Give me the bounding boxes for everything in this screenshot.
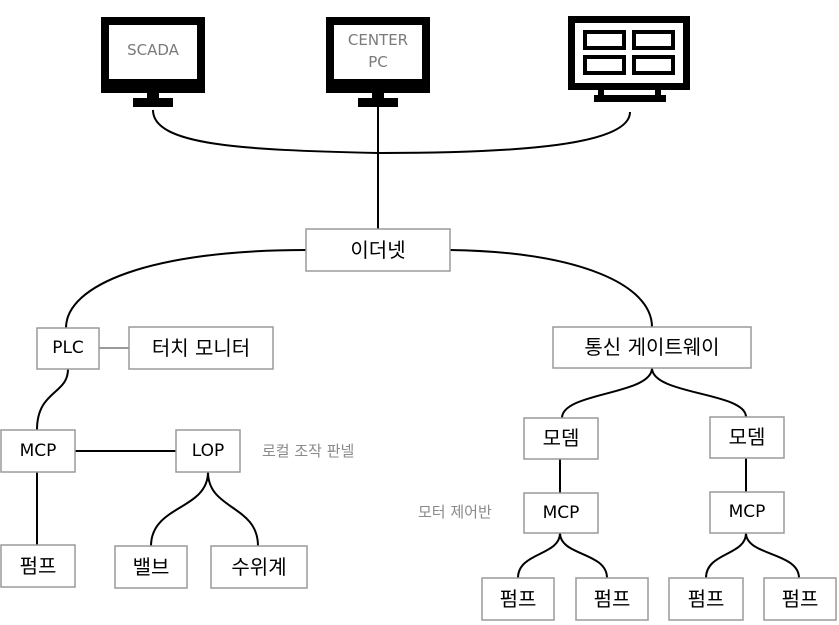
lop-to-valve-line xyxy=(150,471,209,547)
gateway-to-modem1-line xyxy=(561,367,653,419)
scada-monitor-icon: SCADA xyxy=(101,17,205,107)
plc-node: PLC xyxy=(36,327,100,370)
local-panel-annotation: 로컬 조작 판넬 xyxy=(262,442,354,460)
connection-lines xyxy=(36,107,800,579)
gateway-to-modem2-line xyxy=(651,367,747,418)
lop-to-level-line xyxy=(207,471,259,547)
pump-right-1-node: 펌프 xyxy=(668,577,744,621)
lop-node: LOP xyxy=(175,429,241,473)
monitor-bus-line xyxy=(152,109,631,155)
pump-left-node: 펌프 xyxy=(0,544,76,588)
pump-left-label: 펌프 xyxy=(20,554,57,578)
modem-1-node: 모뎀 xyxy=(523,417,599,460)
ethernet-label: 이더넷 xyxy=(350,238,405,262)
scada-label: SCADA xyxy=(127,41,180,59)
pump-mid-2-label: 펌프 xyxy=(594,587,631,611)
pump-right-1-label: 펌프 xyxy=(688,587,725,611)
valve-label: 밸브 xyxy=(133,555,170,579)
mcp-mid-label: MCP xyxy=(543,503,580,523)
pump-right-2-label: 펌프 xyxy=(782,587,819,611)
mcp-left-node: MCP xyxy=(0,429,76,473)
mcp-mid-node: MCP xyxy=(523,492,599,534)
level-meter-node: 수위계 xyxy=(210,545,308,589)
center-pc-monitor-icon: CENTER PC xyxy=(326,17,430,107)
pump-right-2-node: 펌프 xyxy=(763,577,837,621)
modem-1-label: 모뎀 xyxy=(543,426,580,450)
mcp-mid-to-pump1-line xyxy=(517,532,561,579)
ethernet-to-plc-line xyxy=(65,249,307,329)
mcp-right-to-pump1-line xyxy=(705,532,747,579)
modem-2-label: 모뎀 xyxy=(729,425,766,449)
gateway-label: 통신 게이트웨이 xyxy=(584,335,719,359)
touch-monitor-label: 터치 모니터 xyxy=(152,336,250,360)
pump-mid-1-label: 펌프 xyxy=(500,587,537,611)
center-pc-label-line1: CENTER xyxy=(348,31,408,49)
plc-to-mcp-line xyxy=(36,368,69,431)
level-meter-label: 수위계 xyxy=(231,555,286,579)
ethernet-to-gateway-line xyxy=(449,249,653,328)
mcp-right-node: MCP xyxy=(709,491,785,534)
pump-mid-2-node: 펌프 xyxy=(575,577,649,621)
mcp-mid-to-pump2-line xyxy=(559,532,608,579)
touch-monitor-node: 터치 모니터 xyxy=(128,326,274,370)
lop-label: LOP xyxy=(192,441,225,461)
center-pc-label-line2: PC xyxy=(368,53,388,71)
motor-panel-annotation: 모터 제어반 xyxy=(418,503,492,521)
mcp-left-label: MCP xyxy=(20,441,57,461)
wall-display-icon xyxy=(568,16,690,102)
valve-node: 밸브 xyxy=(114,545,188,589)
ethernet-node: 이더넷 xyxy=(305,228,451,272)
mcp-right-label: MCP xyxy=(729,502,766,522)
pump-mid-1-node: 펌프 xyxy=(481,577,555,621)
mcp-right-to-pump2-line xyxy=(745,532,800,579)
plc-label: PLC xyxy=(52,338,84,358)
modem-2-node: 모뎀 xyxy=(709,416,785,459)
gateway-node: 통신 게이트웨이 xyxy=(552,326,752,369)
